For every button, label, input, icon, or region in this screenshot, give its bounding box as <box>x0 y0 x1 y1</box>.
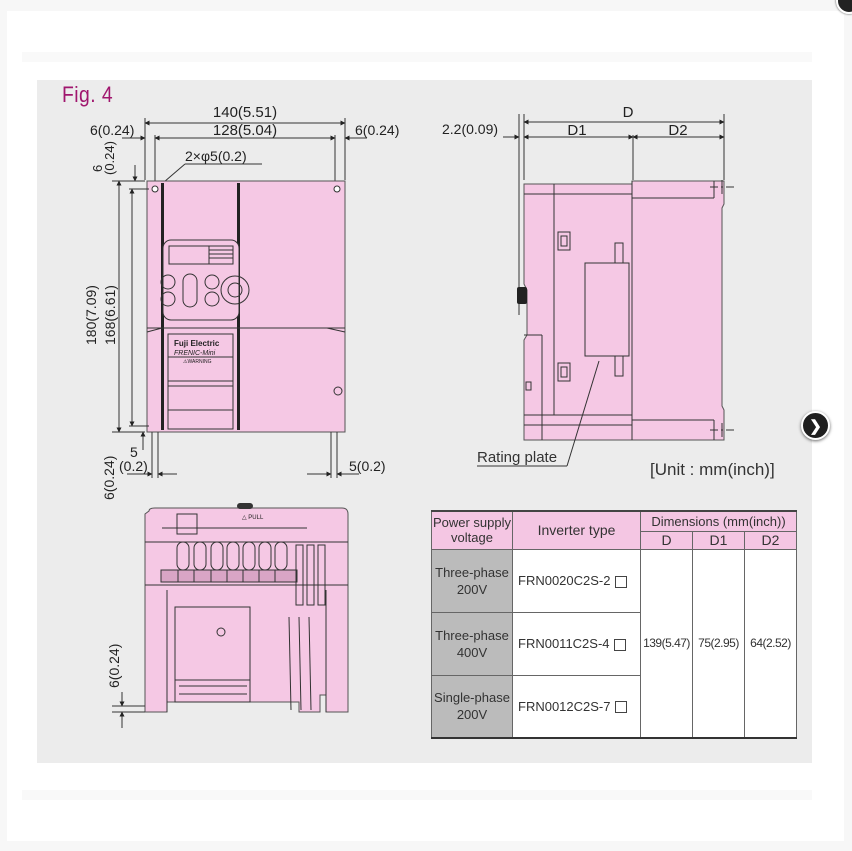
header-d2: D2 <box>744 530 797 550</box>
top-margin-value: 6 <box>90 165 105 172</box>
dim-d1-cell: 75(2.95) <box>692 548 745 739</box>
width-overall-label: 140(5.51) <box>213 104 277 121</box>
left-margin-label: 6(0.24) <box>90 122 134 138</box>
offset-label: 2.2(0.09) <box>442 121 498 137</box>
header-d: D <box>640 530 693 550</box>
pull-label: △ PULL <box>242 515 264 521</box>
depth-front-label: D1 <box>567 122 586 139</box>
brand-label: Fuji Electric <box>174 339 220 348</box>
inverter-type-cell: FRN0011C2S-4 <box>512 611 641 676</box>
checkbox-icon <box>613 638 626 651</box>
depth-total-label: D <box>623 104 634 121</box>
bottom-view <box>112 507 349 728</box>
mount-width-label: 128(5.04) <box>213 122 277 139</box>
checkbox-icon <box>614 575 627 588</box>
rating-plate-label: Rating plate <box>477 449 558 466</box>
slot-left-value: 5 <box>130 444 138 460</box>
side-view <box>477 114 737 467</box>
top-margin-inch: (0.24) <box>102 141 117 175</box>
dim-d2-cell: 64(2.52) <box>744 548 797 739</box>
foot-height-label: 6(0.24) <box>106 644 122 688</box>
figure-title: Fig. 4 <box>62 82 114 107</box>
caption-strip-bottom <box>22 790 812 800</box>
slot-left-inch: (0.2) <box>119 458 148 474</box>
unit-label: [Unit : mm(inch)] <box>650 460 775 479</box>
next-image-button[interactable]: ❯ <box>801 411 830 440</box>
side-connector-tab <box>517 287 527 304</box>
chevron-right-icon: ❯ <box>809 417 822 435</box>
slot-right-label: 5(0.2) <box>349 458 386 474</box>
header-dimensions: Dimensions (mm(inch)) <box>640 510 797 532</box>
mount-height-label: 168(6.61) <box>102 285 118 345</box>
series-label: FRENIC-Mini <box>174 350 216 357</box>
inverter-type-cell: FRN0012C2S-7 <box>512 674 641 739</box>
caption-strip-top <box>22 52 812 62</box>
bottom-connector <box>237 503 253 509</box>
hole-spec-label: 2×φ5(0.2) <box>185 148 247 164</box>
close-icon[interactable] <box>836 0 852 14</box>
header-d1: D1 <box>692 530 745 550</box>
warning-label: ⚠WARNING <box>183 359 212 365</box>
inverter-type-cell: FRN0020C2S-2 <box>512 548 641 613</box>
depth-rear-label: D2 <box>668 122 687 139</box>
technical-drawing: 140(5.51) 128(5.04) 6(0.24) 6(0.24) 2×φ5… <box>83 104 737 728</box>
dimension-figure: Fig. 4 <box>37 80 812 763</box>
bottom-margin-label: 6(0.24) <box>101 456 117 500</box>
checkbox-icon <box>614 701 627 714</box>
header-inverter-type: Inverter type <box>512 510 641 550</box>
front-view <box>112 118 367 478</box>
dim-d-cell: 139(5.47) <box>640 548 693 739</box>
height-overall-label: 180(7.09) <box>83 285 99 345</box>
right-margin-label: 6(0.24) <box>355 122 399 138</box>
